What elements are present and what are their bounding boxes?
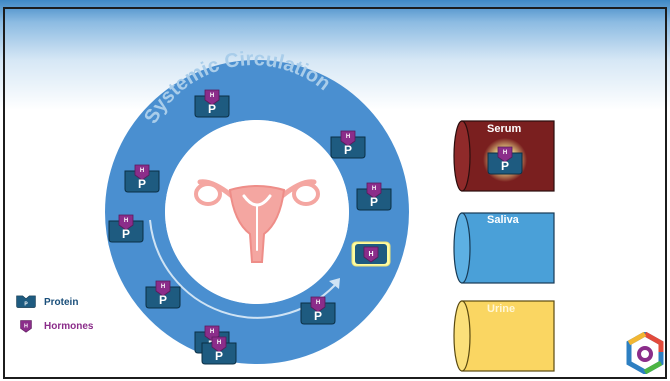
protein-icon: P [16,295,36,309]
urine-label: Urine [487,303,515,315]
free-hormone: H [352,242,390,266]
legend-protein: P Protein [16,295,78,309]
svg-text:H: H [368,251,373,258]
brand-logo-icon [626,332,664,374]
legend-hormones: H Hormones [16,319,93,333]
svg-text:H: H [24,324,28,330]
legend-protein-label: Protein [44,297,78,308]
legend-hormones-label: Hormones [44,321,93,332]
hormone-icon: H [16,319,36,333]
saliva-label: Saliva [487,214,519,226]
serum-label: Serum [487,123,521,135]
